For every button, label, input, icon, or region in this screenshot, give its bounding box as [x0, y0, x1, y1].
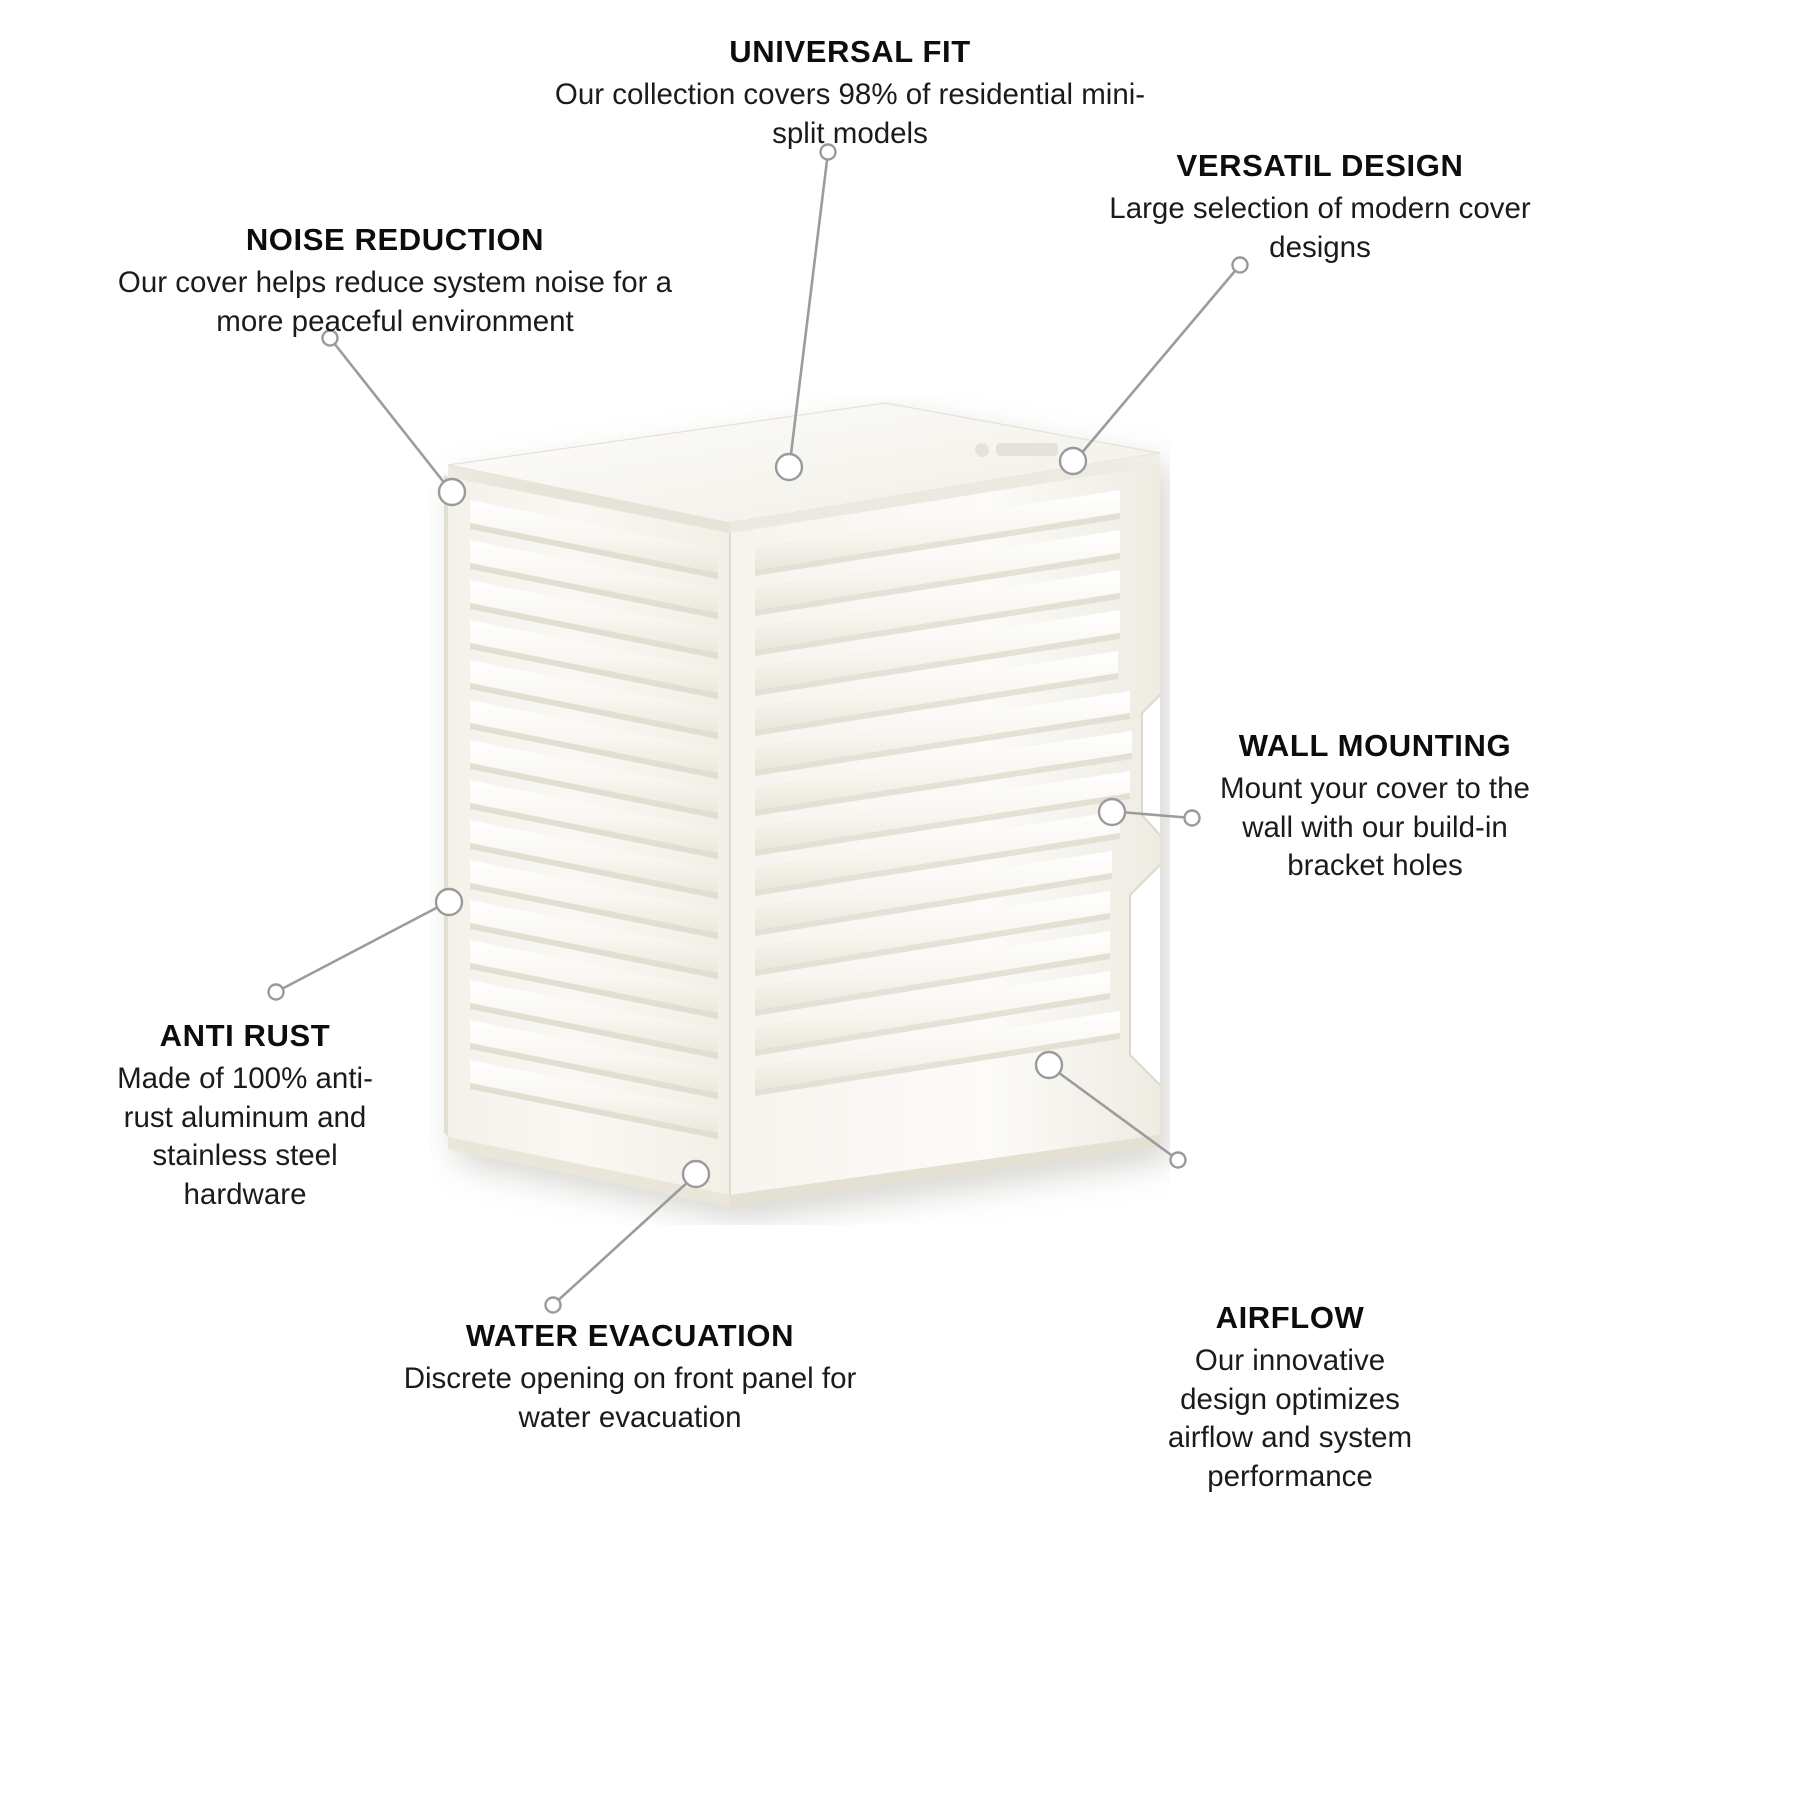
leader-line-noise-reduction	[328, 336, 448, 487]
callout-title-noise-reduction: NOISE REDUCTION	[245, 222, 545, 257]
callout-body-universal-fit: Our collection covers 98% of residential…	[554, 77, 1146, 150]
callout-body-water-evacuation: Discrete opening on front panel for wate…	[403, 1361, 857, 1434]
product-illustration	[430, 395, 1170, 1225]
callout-universal-fit: UNIVERSAL FIT Our collection covers 98% …	[520, 34, 1180, 153]
callout-title-wall-mounting: WALL MOUNTING	[1238, 728, 1512, 763]
leader-line-anti-rust	[274, 904, 442, 994]
callout-anti-rust: ANTI RUST Made of 100% anti-rust aluminu…	[80, 1018, 410, 1215]
callout-noise-reduction: NOISE REDUCTION Our cover helps reduce s…	[75, 222, 715, 341]
leader-endpoint-anti-rust	[267, 983, 285, 1001]
callout-title-universal-fit: UNIVERSAL FIT	[729, 34, 971, 69]
callout-title-airflow: AIRFLOW	[1215, 1300, 1365, 1335]
callout-title-versatil-design: VERSATIL DESIGN	[1176, 148, 1464, 183]
callout-body-anti-rust: Made of 100% anti-rust aluminum and stai…	[117, 1061, 373, 1212]
callout-versatil-design: VERSATIL DESIGN Large selection of moder…	[1060, 148, 1580, 267]
callout-body-versatil-design: Large selection of modern cover designs	[1109, 191, 1531, 264]
callout-title-anti-rust: ANTI RUST	[159, 1018, 331, 1053]
callout-title-water-evacuation: WATER EVACUATION	[465, 1318, 795, 1353]
callout-wall-mounting: WALL MOUNTING Mount your cover to the wa…	[1190, 728, 1560, 886]
brand-logo	[975, 443, 1058, 457]
callout-body-wall-mounting: Mount your cover to the wall with our bu…	[1220, 771, 1530, 883]
callout-body-noise-reduction: Our cover helps reduce system noise for …	[117, 265, 673, 338]
callout-body-airflow: Our innovative design optimizes airflow …	[1167, 1343, 1413, 1494]
callout-airflow: AIRFLOW Our innovative design optimizes …	[1150, 1300, 1430, 1497]
leader-endpoint-water-evacuation	[544, 1296, 562, 1314]
callout-water-evacuation: WATER EVACUATION Discrete opening on fro…	[320, 1318, 940, 1437]
leader-endpoint-airflow	[1169, 1151, 1187, 1169]
